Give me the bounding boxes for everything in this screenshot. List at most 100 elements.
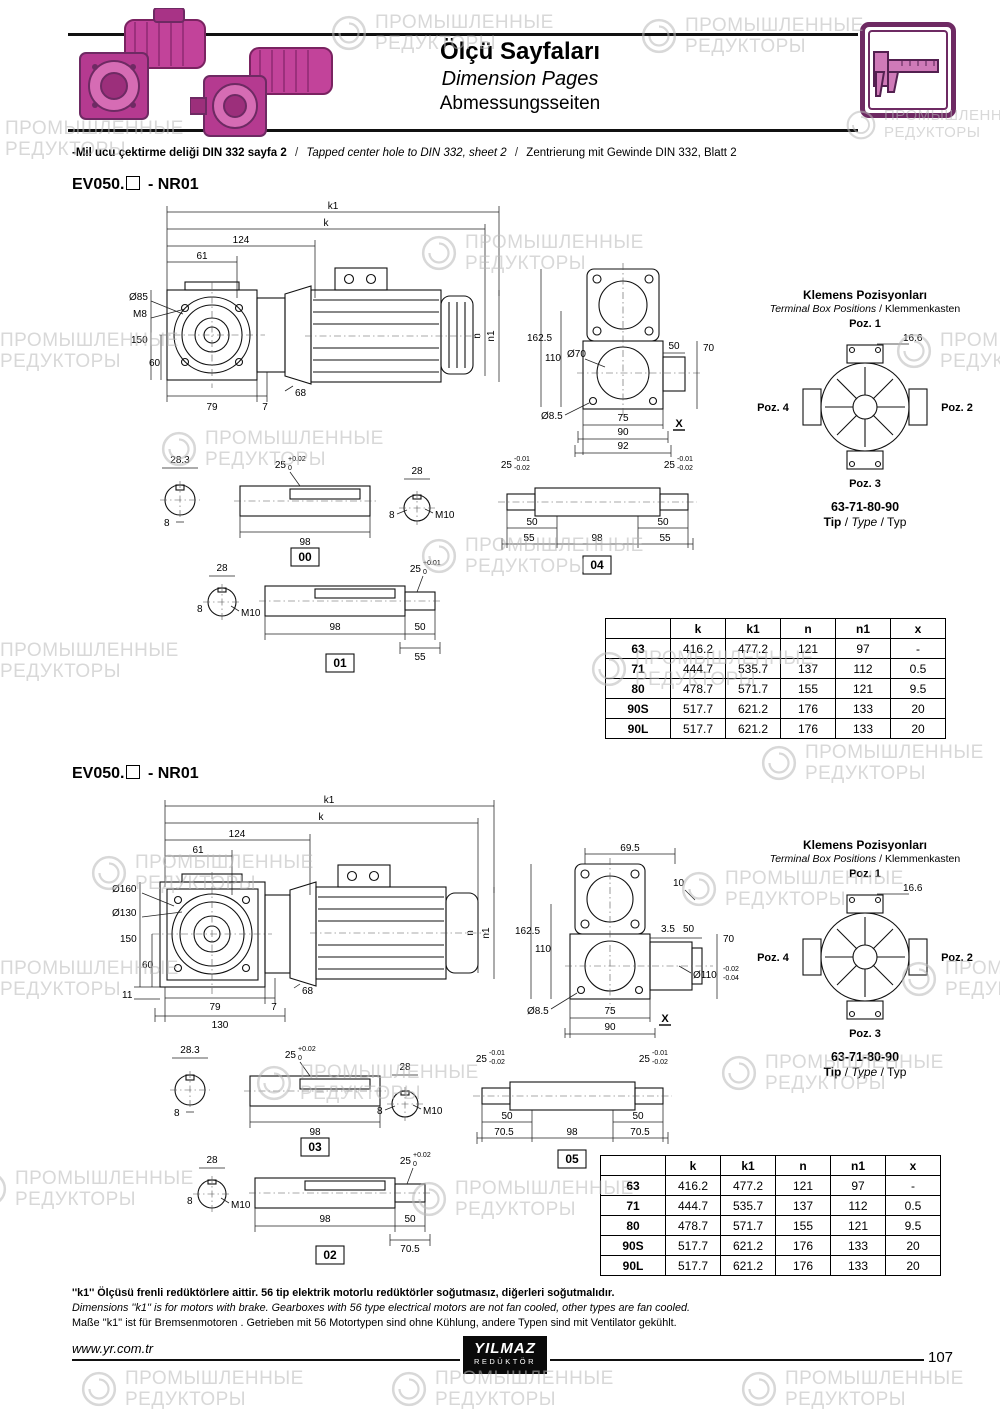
dim-8: 8 xyxy=(389,510,395,521)
dim-dia160: Ø160 xyxy=(112,884,137,895)
tolerance-lower: 0 xyxy=(423,569,427,576)
dim-79: 79 xyxy=(209,1002,221,1013)
value-cell: 155 xyxy=(780,678,836,699)
tolerance-lower: -0.02 xyxy=(514,465,530,472)
terminal-title-english: Terminal Box Positions xyxy=(769,853,877,865)
model-suffix: - NR01 xyxy=(147,765,199,782)
dim-7: 7 xyxy=(262,402,268,413)
dim-68: 68 xyxy=(295,388,307,399)
poz3-label: Poz. 3 xyxy=(849,478,881,490)
dim-69-5: 69.5 xyxy=(620,843,640,854)
dim-92: 92 xyxy=(617,441,629,452)
terminal-title-turkish: Klemens Pozisyonları xyxy=(802,288,928,302)
dim-50-left: 50 xyxy=(501,1111,513,1122)
separator: / xyxy=(294,147,299,159)
dim-28: 28 xyxy=(411,466,423,477)
watermark-line2: РЕДУКТОРЫ xyxy=(15,1189,137,1211)
value-cell: 176 xyxy=(775,1255,831,1276)
value-cell: 112 xyxy=(830,1195,886,1216)
table-header-cell xyxy=(605,618,671,639)
terminal-title-line2: Terminal Box Positions / Klemmenkasten xyxy=(740,303,990,315)
tip-english: Type xyxy=(851,1065,878,1079)
section1-model-title: EV050. - NR01 xyxy=(72,176,199,194)
tip-turkish: Tip xyxy=(823,1065,842,1079)
value-cell: - xyxy=(885,1175,941,1196)
watermark-line1: ПРОМЫШЛЕННЫЕ xyxy=(15,1168,194,1189)
dim-m10: M10 xyxy=(423,1106,443,1117)
dim-n: n xyxy=(465,930,476,936)
dim-70: 70 xyxy=(723,934,735,945)
watermark-line2: РЕДУКТОРЫ xyxy=(435,1389,557,1411)
terminal-models: 63-71-80-90 xyxy=(830,500,900,514)
dim-x-label: X xyxy=(661,1013,669,1025)
model-prefix: EV050. xyxy=(72,765,125,782)
watermark-line1: ПРОМЫШЛЕННЫЕ xyxy=(375,12,554,33)
dim-25: 25 xyxy=(285,1050,297,1061)
shaft-detail-04: 25 -0.01 -0.02 25 -0.01 -0.02 50 50 55 9… xyxy=(498,456,697,575)
dim-k: k xyxy=(324,218,330,229)
poz4-label: Poz. 4 xyxy=(757,952,790,964)
dim-124: 124 xyxy=(233,235,250,246)
terminal-tip-line: Tip / Type / Typ xyxy=(740,515,990,529)
value-cell: 20 xyxy=(885,1235,941,1256)
value-cell: 121 xyxy=(830,1215,886,1236)
value-cell: 112 xyxy=(835,658,891,679)
shaft-label-01: 01 xyxy=(333,656,347,670)
tolerance-lower: -0.04 xyxy=(723,975,739,982)
watermark-line1: ПРОМЫШЛЕННЫЕ xyxy=(805,742,984,763)
table-header-cell: x xyxy=(890,618,946,639)
dim-25-right: 25 xyxy=(639,1054,651,1065)
table-header-cell: k1 xyxy=(720,1155,776,1176)
shaft-label-02: 02 xyxy=(323,1248,337,1262)
value-cell: 517.7 xyxy=(665,1235,721,1256)
dim-8: 8 xyxy=(377,1106,383,1117)
row-label-cell: 90S xyxy=(600,1235,666,1256)
table-header-cell: n1 xyxy=(835,618,891,639)
dim-162-5: 162.5 xyxy=(515,926,540,937)
footnote-english: Dimensions ''k1'' is for motors with bra… xyxy=(72,1301,690,1314)
shaft-detail-03: 28.3 8 25 +0.02 0 98 03 xyxy=(170,1045,386,1157)
dim-25-right: 25 xyxy=(664,460,676,471)
dim-50: 50 xyxy=(668,341,680,352)
shaft-detail-05: 25 -0.01 -0.02 25 -0.01 -0.02 50 50 70.5… xyxy=(473,1050,672,1169)
footer-rule-right xyxy=(550,1359,924,1361)
table-header-cell: n xyxy=(780,618,836,639)
section2-model-title: EV050. - NR01 xyxy=(72,765,199,783)
product-photo-gearmotor-2 xyxy=(190,47,333,137)
tip-turkish: Tip xyxy=(823,515,842,529)
row-label-cell: 71 xyxy=(600,1195,666,1216)
dim-60: 60 xyxy=(142,960,154,971)
poz3-label: Poz. 3 xyxy=(849,1028,881,1040)
tolerance-lower: -0.02 xyxy=(652,1059,668,1066)
dim-dia110: Ø110 xyxy=(693,970,717,981)
terminal-positions-diagram: Poz. 1 16.6 Poz. 4 Poz. 2 Poz. 3 xyxy=(757,868,973,1040)
value-cell: 121 xyxy=(775,1175,831,1196)
dim-68: 68 xyxy=(302,986,314,997)
tolerance-lower: 0 xyxy=(413,1161,417,1168)
website-url: www.yr.com.tr xyxy=(72,1341,154,1356)
dim-130: 130 xyxy=(212,1020,229,1031)
caliper-icon-inner-border xyxy=(868,30,948,110)
dim-16-6: 16.6 xyxy=(903,333,923,344)
dim-28: 28 xyxy=(399,1062,411,1073)
poz2-label: Poz. 2 xyxy=(941,402,973,414)
dim-k1: k1 xyxy=(328,201,339,212)
separator: / xyxy=(879,303,883,315)
terminal-box-positions-2: Klemens Pozisyonları Terminal Box Positi… xyxy=(740,838,990,1079)
dim-m10: M10 xyxy=(435,510,455,521)
value-cell: 444.7 xyxy=(665,1195,721,1216)
table-header-cell xyxy=(600,1155,666,1176)
dim-28-3: 28.3 xyxy=(170,455,190,466)
dim-75: 75 xyxy=(604,1006,616,1017)
dim-98: 98 xyxy=(309,1127,321,1138)
